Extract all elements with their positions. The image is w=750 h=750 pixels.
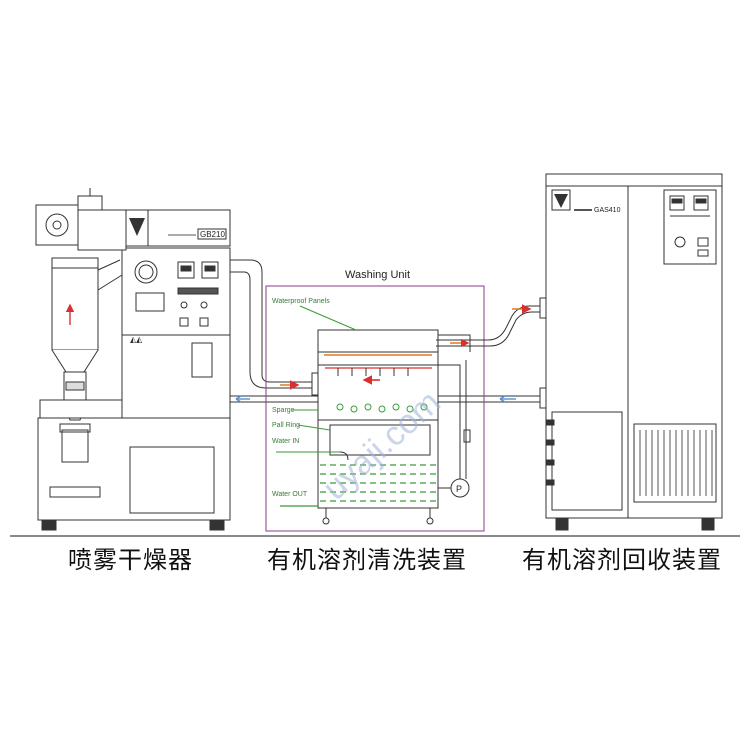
caption-washing-unit: 有机溶剂清洗装置: [267, 546, 467, 574]
label-water-in: Water IN: [272, 438, 299, 445]
pump-label: P: [456, 484, 462, 494]
label-water-out: Water OUT: [272, 491, 308, 498]
recovery-meter-2: [693, 195, 709, 211]
solvent-recovery-unit: GAS410: [539, 173, 723, 531]
dryer-drawer-handle: [49, 486, 101, 498]
caption-spray-dryer: 喷雾干燥器: [68, 546, 193, 574]
pressure-gauge-icon: [134, 260, 158, 284]
collector-bottle: [61, 429, 89, 463]
sparge-bubbles: [336, 403, 428, 413]
label-pall-ring: Pall Ring: [272, 422, 300, 429]
spray-dryer: ◭◭ GB210: [35, 188, 231, 531]
caption-solvent-recovery: 有机溶剂回收装置: [522, 546, 722, 574]
dryer-switch-1: [180, 301, 188, 309]
pall-ring-packing: [329, 424, 431, 456]
dryer-display: [135, 292, 165, 312]
temp-meter-1: [177, 261, 195, 279]
recovery-lower-door: [551, 411, 623, 511]
dryer-caster-left: [41, 519, 57, 531]
recovery-caster-left: [555, 517, 569, 531]
spray-chamber: [51, 257, 99, 351]
recovery-logo-icon: [554, 194, 568, 208]
dryer-switch-2: [200, 301, 208, 309]
washing-unit-title: Washing Unit: [345, 269, 410, 281]
dryer-model-plate: [197, 228, 227, 240]
dryer-model-label: GB210: [200, 230, 225, 239]
recovery-model-label: GAS410: [594, 207, 621, 214]
label-waterproof-panels: Waterproof Panels: [272, 298, 330, 305]
recovery-meter-1: [669, 195, 685, 211]
label-sparge: Sparge: [272, 407, 295, 414]
dryer-caster-right: [209, 519, 225, 531]
washing-tank: [317, 329, 439, 509]
svg-text:◭◭: ◭◭: [130, 335, 143, 344]
recovery-power-switch: [674, 236, 686, 248]
washing-unit-outline: [265, 285, 485, 532]
spray-nozzles: [337, 368, 409, 376]
peristaltic-pump-icon: [45, 213, 69, 237]
recovery-valves: [545, 419, 555, 486]
temp-meter-2: [201, 261, 219, 279]
recovery-caster-right: [701, 517, 715, 531]
washing-unit: Washing Unit: [265, 269, 540, 532]
dryer-lower-panel: [191, 342, 213, 378]
dryer-logo-icon: [129, 218, 145, 236]
dryer-top-unit: [77, 209, 127, 251]
peristaltic-pump-box: [35, 204, 79, 246]
recovery-vent-grille: [633, 423, 717, 503]
dryer-base-door: [129, 446, 215, 514]
